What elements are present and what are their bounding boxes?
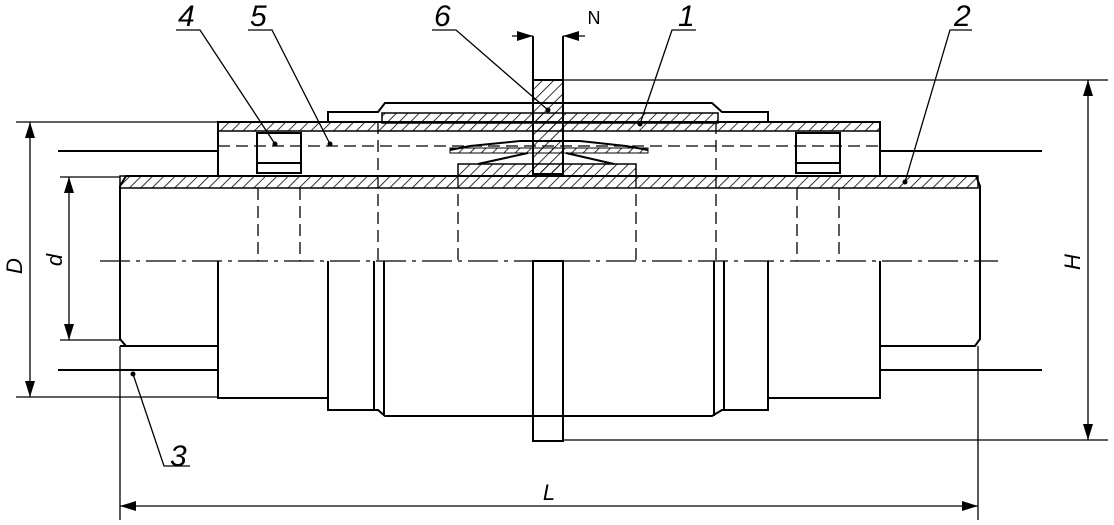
dimension-d-label: d <box>42 253 67 266</box>
arrowheads <box>25 31 1093 511</box>
dimension-N-label: N <box>588 8 601 28</box>
casing-lower-body <box>217 261 881 417</box>
dimension-L-label: L <box>543 480 555 505</box>
hidden-lines <box>218 122 880 261</box>
leader-lines <box>132 29 972 467</box>
dimension-lines <box>16 35 1108 520</box>
dimension-D-label: D <box>2 258 27 274</box>
callout-5: 5 <box>250 0 267 33</box>
dimension-H-label: H <box>1060 254 1085 270</box>
callout-4: 4 <box>178 0 195 33</box>
leader-dots <box>130 107 908 377</box>
callout-1: 1 <box>678 0 695 33</box>
support-blocks <box>256 132 841 174</box>
callout-6: 6 <box>434 0 451 33</box>
callout-2: 2 <box>953 0 971 33</box>
plate-6 <box>532 36 564 442</box>
callout-3: 3 <box>170 440 187 473</box>
